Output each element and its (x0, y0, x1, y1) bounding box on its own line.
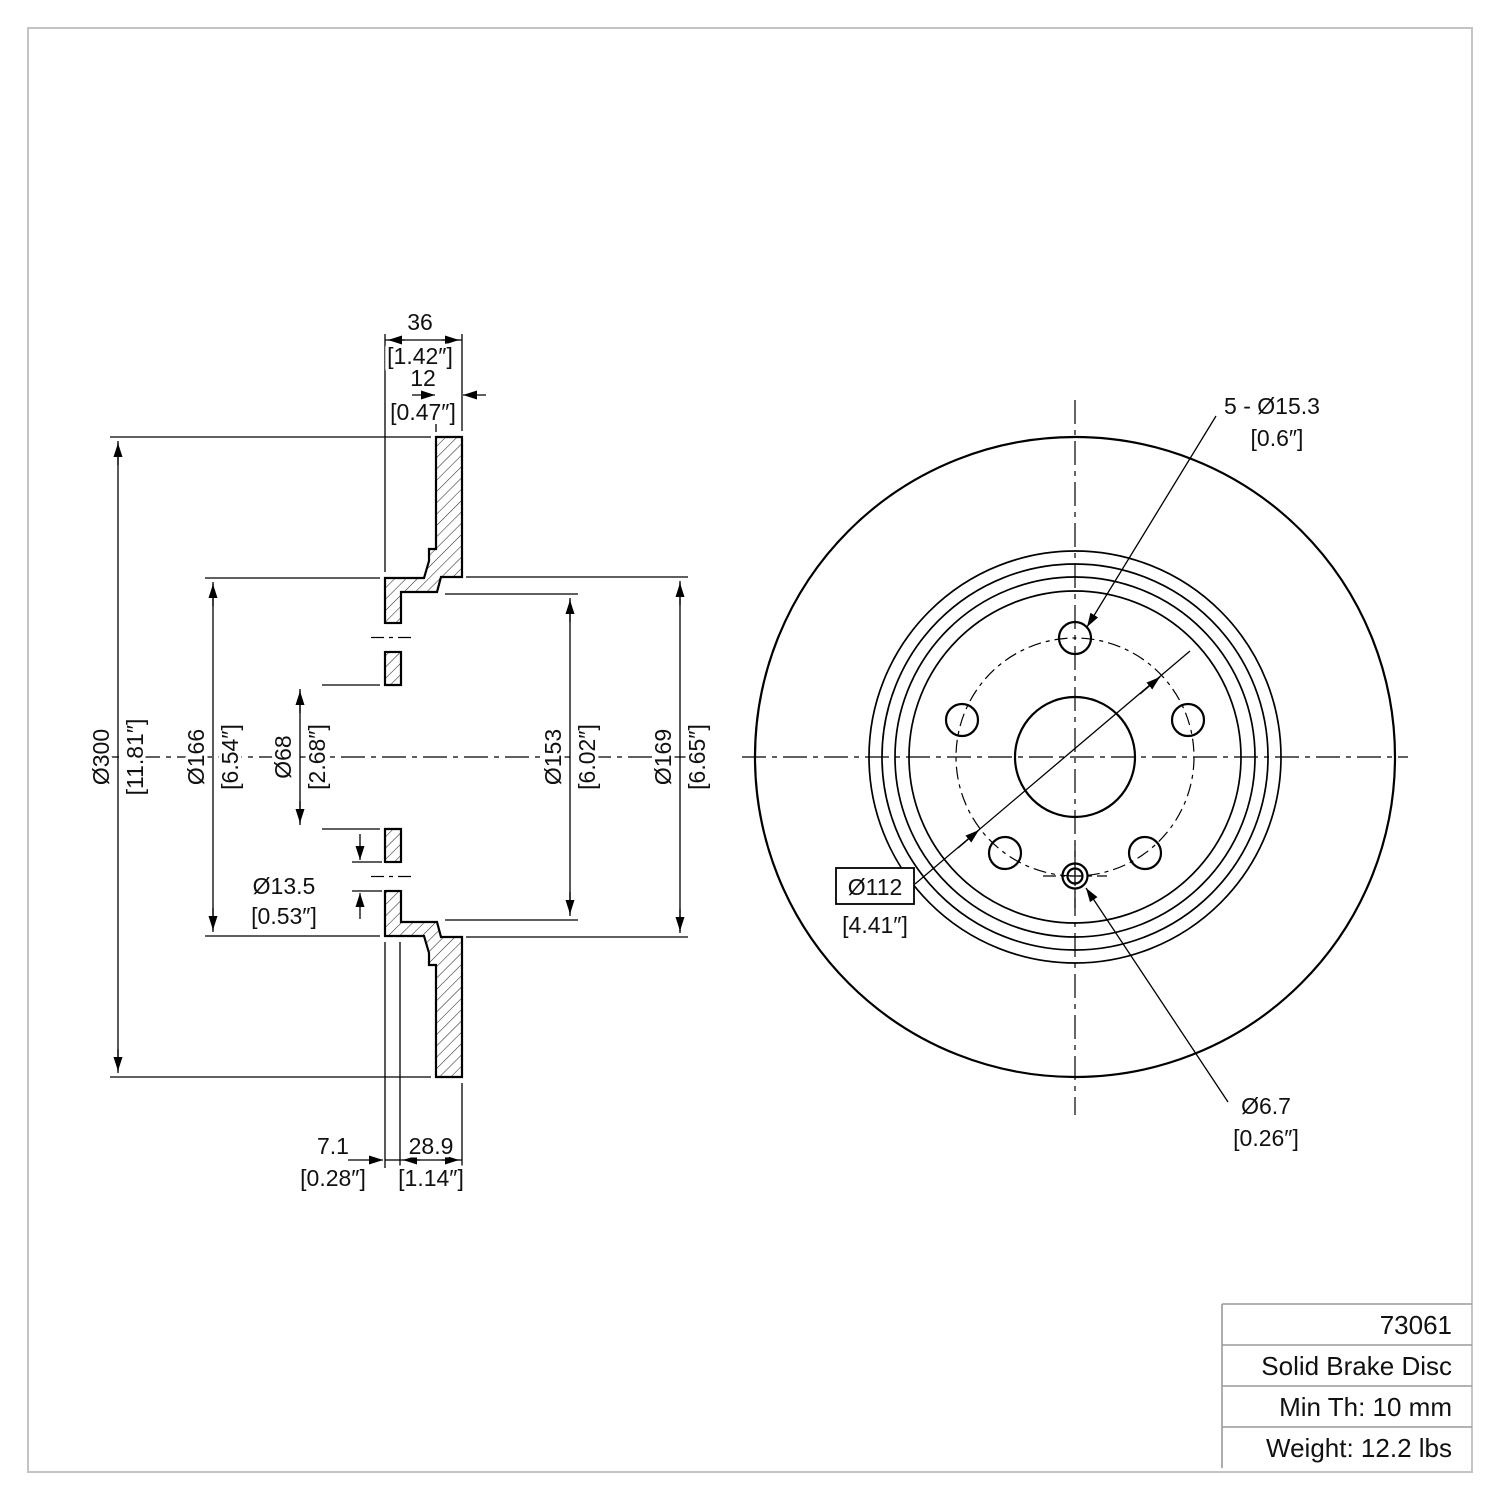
dim-bolt-circle-mm: Ø112 (848, 874, 903, 900)
dim-disc-thickness-mm: 12 (410, 365, 436, 391)
sheet-border (27, 27, 1473, 1473)
dim-center-bore-in: [2.68″] (304, 724, 330, 790)
dim-hat-diameter-in: [6.54″] (217, 724, 243, 790)
screw-hole-leader (1085, 887, 1229, 1103)
disc-outer-circle (753, 435, 1397, 1079)
title-block: 73061 Solid Brake Disc Min Th: 10 mm Wei… (1221, 1303, 1472, 1468)
dim-bolt-circle-in: [4.41″] (842, 912, 908, 938)
dim-lug-holes-in: [0.6″] (1251, 425, 1304, 451)
dim-total-width-in: [1.42″] (387, 343, 453, 369)
dim-inner-diameter-in: [6.02″] (574, 724, 600, 790)
dim-screw-hole-in: [0.26″] (1233, 1125, 1299, 1151)
dim-flange-thickness-in: [0.28″] (300, 1165, 366, 1191)
dim-inner-diameter-mm: Ø153 (540, 729, 566, 785)
dim-hat-diameter-mm: Ø166 (183, 729, 209, 785)
lug-hole (1127, 835, 1163, 871)
flange-bolt-hole-upper (371, 621, 415, 654)
weight: Weight: 12.2 lbs (1266, 1433, 1452, 1463)
section-upper-half (383, 435, 464, 687)
min-thickness: Min Th: 10 mm (1279, 1392, 1452, 1422)
lug-holes (944, 620, 1206, 871)
section-view: 36 [1.42″] 12 [0.47″] Ø300 [11.81″] Ø166… (85, 306, 714, 1195)
set-screw-hole (1043, 844, 1107, 908)
ring-circle-3 (894, 576, 1256, 938)
dim-disc-thickness-in: [0.47″] (390, 399, 456, 425)
flange-bolt-hole-lower (371, 860, 415, 893)
dim-friction-inner-diameter-mm: Ø169 (650, 729, 676, 785)
front-view-labels: 5 - Ø15.3 [0.6″] Ø112 [4.41″] Ø6.7 [0.26… (835, 390, 1323, 1155)
extension-lines (110, 334, 688, 1168)
ring-circle-1 (868, 550, 1282, 964)
ring-circle-2 (881, 563, 1269, 951)
dim-friction-inner-diameter-in: [6.65″] (684, 724, 710, 790)
lug-hole (987, 835, 1023, 871)
bolt-circle-dim-box (835, 867, 915, 905)
part-number: 73061 (1380, 1310, 1452, 1340)
dim-lug-holes-mm: 5 - Ø15.3 (1224, 393, 1320, 419)
dimension-lines (113, 335, 685, 1165)
part-description: Solid Brake Disc (1261, 1351, 1452, 1381)
dim-total-width-mm: 36 (407, 309, 433, 335)
leader-lines (914, 415, 1229, 1103)
dimension-labels: 36 [1.42″] 12 [0.47″] Ø300 [11.81″] Ø166… (85, 306, 714, 1195)
dim-screw-hole-mm: Ø6.7 (1241, 1093, 1291, 1119)
lug-holes-leader (1086, 415, 1217, 628)
bolt-circle (955, 637, 1195, 877)
lug-hole (1057, 620, 1093, 656)
dim-flange-thickness-mm: 7.1 (317, 1133, 349, 1159)
ring-circle-4 (908, 590, 1242, 924)
dim-center-bore-mm: Ø68 (270, 735, 296, 778)
dim-outer-diameter-mm: Ø300 (88, 729, 114, 785)
dim-bolt-hole-in: [0.53″] (251, 903, 317, 929)
lug-hole (944, 702, 980, 738)
dim-hat-depth-mm: 28.9 (409, 1133, 454, 1159)
center-bore-circle (1013, 695, 1137, 819)
dim-outer-diameter-in: [11.81″] (122, 719, 148, 796)
lug-hole (1170, 702, 1206, 738)
section-lower-half (383, 827, 464, 1079)
front-view: 5 - Ø15.3 [0.6″] Ø112 [4.41″] Ø6.7 [0.26… (742, 390, 1408, 1155)
dim-bolt-hole-mm: Ø13.5 (253, 873, 316, 899)
dim-hat-depth-in: [1.14″] (398, 1165, 464, 1191)
